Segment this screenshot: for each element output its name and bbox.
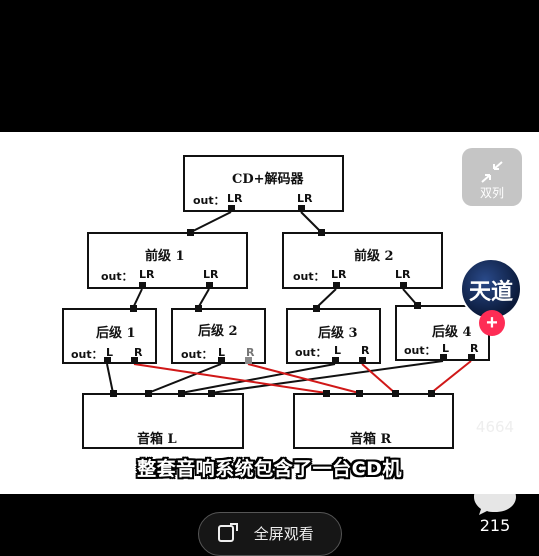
jack-spkl-4	[208, 390, 215, 397]
amp-4-port-r: R	[470, 342, 479, 355]
jack-spkr-3	[392, 390, 399, 397]
wire-amp1l-to-spkl	[106, 363, 114, 394]
jack-pre2-out-2	[400, 282, 407, 289]
jack-amp3-r	[359, 357, 366, 364]
preamp-1-out-label: out：	[101, 270, 133, 283]
jack-pre1-in	[187, 229, 194, 236]
amp-2-port-l: L	[218, 346, 226, 359]
amp-4-port-l: L	[442, 342, 450, 355]
jack-amp1-l	[104, 357, 111, 364]
amp-3-box: 后级 3 out： L R	[286, 308, 381, 364]
dual-column-label: 双列	[479, 186, 504, 200]
black-bar-top	[0, 0, 539, 132]
amp-3-title: 后级 3	[318, 326, 358, 341]
amp-1-port-r: R	[134, 346, 143, 359]
follow-button[interactable]: +	[479, 310, 505, 336]
jack-spkl-2	[145, 390, 152, 397]
wire-amp2l-to-spkl	[147, 363, 222, 394]
preamp-1-box: 前级 1 out： LR LR	[87, 232, 248, 289]
fullscreen-label: 全屏观看	[253, 525, 314, 543]
wire-pre1-to-amp2	[197, 288, 210, 309]
jack-cd-2	[298, 205, 305, 212]
amp-2-box: 后级 2 out： L R	[171, 308, 266, 364]
preamp-2-port-2: LR	[395, 268, 411, 281]
wire-pre1-to-amp1	[132, 288, 143, 309]
speaker-l-title: 音箱 L	[137, 432, 177, 447]
jack-amp3-l	[332, 357, 339, 364]
jack-cd-1	[228, 205, 235, 212]
wire-amp3l-to-spkl	[180, 363, 336, 394]
speaker-l-box: 音箱 L	[82, 393, 244, 449]
amp-2-title: 后级 2	[198, 324, 238, 339]
jack-pre1-out-2	[206, 282, 213, 289]
amp-1-out-label: out：	[71, 348, 103, 361]
amp-1-box: 后级 1 out： L R	[62, 308, 157, 364]
wire-cd-to-pre1	[190, 211, 232, 233]
jack-pre2-out-1	[333, 282, 340, 289]
jack-spkr-2	[356, 390, 363, 397]
jack-amp4-r	[468, 354, 475, 361]
video-player[interactable]: CD+解码器 out： LR LR 前级 1 out： LR LR 前级 2 o…	[0, 0, 539, 539]
wire-amp3r-to-spkr	[361, 363, 396, 394]
like-count: 4664	[475, 418, 515, 436]
jack-spkl-3	[178, 390, 185, 397]
cd-decoder-title: CD+解码器	[232, 172, 304, 187]
cd-port-2: LR	[297, 192, 313, 205]
dual-column-button[interactable]: 双列	[462, 148, 522, 206]
amp-2-out-label: out：	[181, 348, 213, 361]
amp-1-port-l: L	[106, 346, 114, 359]
comment-count: 215	[479, 516, 511, 535]
heart-icon	[472, 368, 518, 408]
cd-decoder-box: CD+解码器 out： LR LR	[183, 155, 344, 212]
preamp-2-title: 前级 2	[354, 249, 394, 264]
avatar-text: 天道	[468, 279, 513, 305]
connection-wires	[106, 211, 472, 394]
amp-4-out-label: out：	[404, 344, 436, 357]
jack-amp3-in	[313, 305, 320, 312]
video-subtitle: 整套音响系统包含了一台CD机	[137, 458, 402, 480]
jack-spkr-4	[428, 390, 435, 397]
wire-cd-to-pre2	[300, 211, 322, 233]
wire-amp2r-to-spkr	[247, 363, 360, 394]
amp-2-port-r: R	[246, 346, 255, 359]
cd-out-label: out：	[193, 194, 225, 207]
jack-pre1-out-1	[139, 282, 146, 289]
jack-pre2-in	[318, 229, 325, 236]
amp-3-port-r: R	[361, 344, 370, 357]
cd-port-1: LR	[227, 192, 243, 205]
comment-button[interactable]	[470, 478, 520, 516]
jack-amp2-in	[195, 305, 202, 312]
amp-3-out-label: out：	[295, 346, 327, 359]
amp-3-port-l: L	[334, 344, 342, 357]
wire-amp4r-to-spkr	[430, 360, 472, 394]
jack-amp1-r	[131, 357, 138, 364]
amp-4-title: 后级 4	[432, 325, 472, 340]
preamp-1-title: 前级 1	[145, 249, 185, 264]
preamp-1-port-1: LR	[139, 268, 155, 281]
speaker-r-title: 音箱 R	[350, 432, 392, 447]
jack-spkl-1	[110, 390, 117, 397]
amp-1-title: 后级 1	[96, 326, 136, 341]
jack-spkr-1	[323, 390, 330, 397]
wire-amp4l-to-spkl	[210, 360, 444, 394]
jack-amp4-in	[414, 302, 421, 309]
preamp-1-port-2: LR	[203, 268, 219, 281]
jack-amp2-l	[218, 357, 225, 364]
preamp-2-out-label: out：	[293, 270, 325, 283]
wire-pre2-to-amp3	[315, 288, 337, 309]
jack-amp4-l	[440, 354, 447, 361]
like-button[interactable]	[470, 366, 520, 412]
comment-icon	[474, 481, 516, 515]
preamp-2-port-1: LR	[331, 268, 347, 281]
fullscreen-button[interactable]: 全屏观看	[198, 512, 342, 556]
preamp-2-box: 前级 2 out： LR LR	[282, 232, 443, 289]
jack-amp2-r	[245, 357, 252, 364]
wire-amp1r-to-spkr	[133, 363, 327, 394]
jack-amp1-in	[130, 305, 137, 312]
collapse-arrows-icon	[481, 161, 503, 183]
speaker-r-box: 音箱 R	[293, 393, 454, 449]
fullscreen-icon	[218, 523, 238, 542]
